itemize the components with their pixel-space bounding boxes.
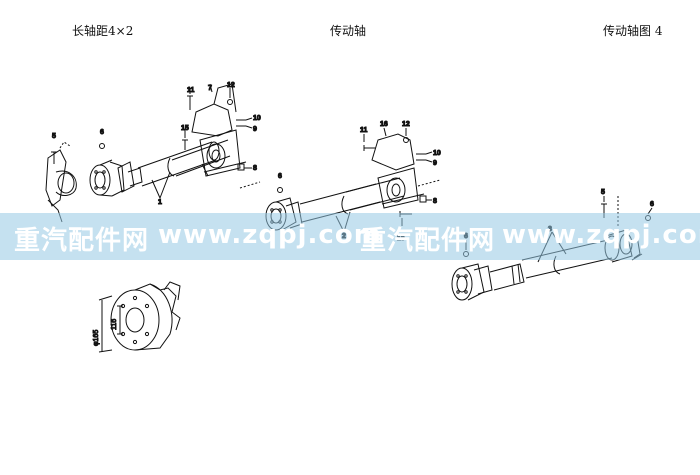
callout-b-16: 16 [380,121,388,128]
watermark-band [0,213,700,260]
header-left-title: 长轴距4×2 [72,24,134,38]
flange-inner-dimension-label: 116 [111,319,118,330]
callout-a-12: 12 [227,82,235,89]
callout-b-8: 8 [433,198,437,205]
assembly-a [45,83,261,223]
callout-a-1: 1 [158,199,162,206]
flange-detail [98,281,181,353]
callout-a-10: 10 [253,115,261,122]
flange-outer-diameter-label: φ165 [93,330,100,346]
callout-a-15: 15 [181,125,189,132]
callout-c-6-right: 6 [650,201,654,208]
watermark-text-cn-2: 重汽配件网 [360,226,496,256]
callout-c-5: 5 [601,189,605,196]
callout-a-8: 8 [253,165,257,172]
callout-b-12: 12 [402,121,410,128]
callout-a-5: 5 [52,133,56,140]
callout-a-7: 7 [208,85,212,92]
callout-b-6: 6 [278,173,282,180]
watermark-url-2: www.zqpj.com [502,220,700,250]
callout-b-9: 9 [433,160,437,167]
callout-a-6: 6 [100,129,104,136]
watermark-url-1: www.zqpj.com [158,220,382,250]
watermark-text-cn-1: 重汽配件网 [14,226,150,256]
header-center-title: 传动轴 [330,24,367,38]
callout-a-11: 11 [187,87,195,94]
callout-b-11: 11 [360,127,368,134]
callout-b-10: 10 [433,150,441,157]
callout-a-9: 9 [253,126,257,133]
header-right-title: 传动轴图 4 [603,24,663,38]
